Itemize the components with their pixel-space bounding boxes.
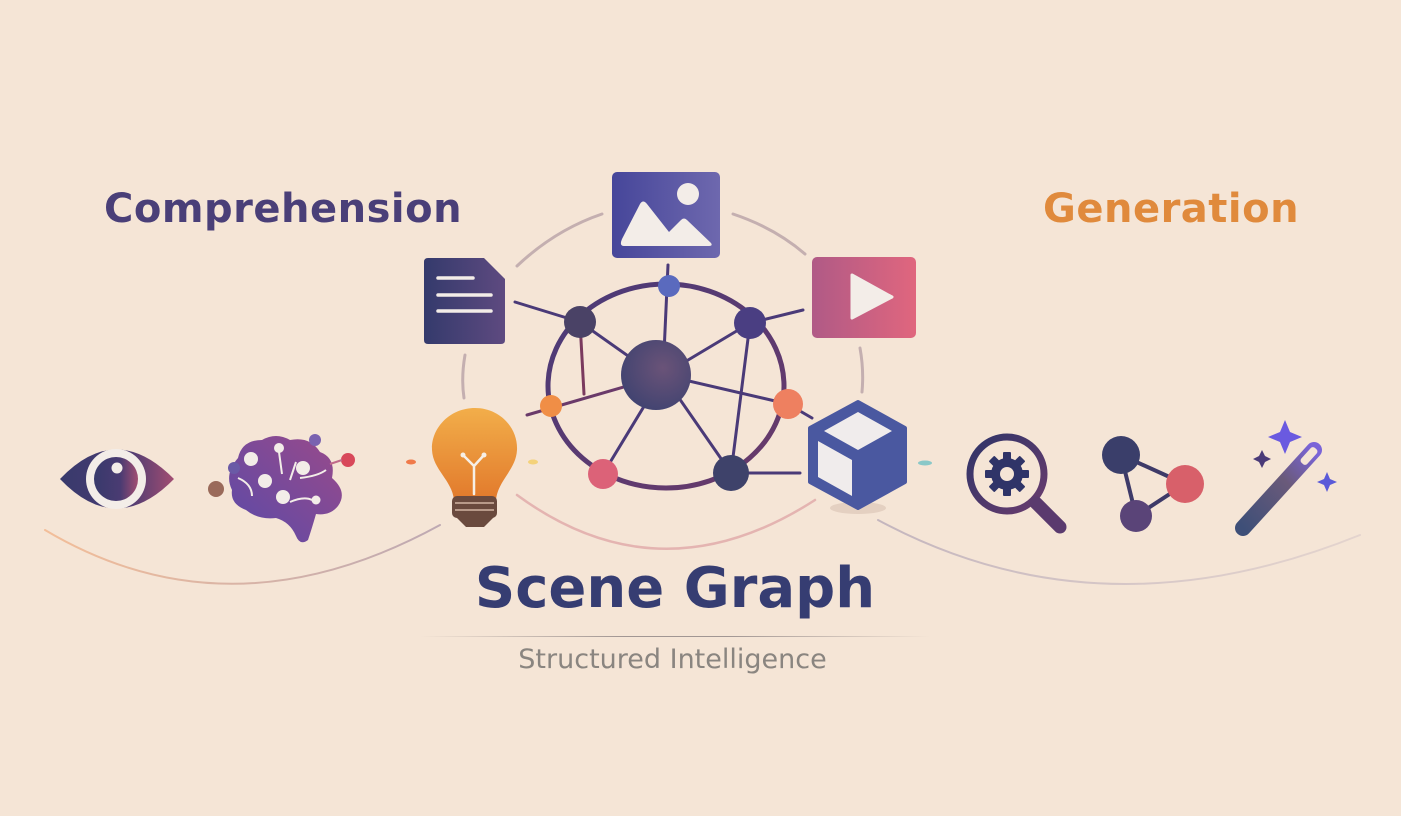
cube-3d-icon: [808, 400, 907, 514]
page-title: Scene Graph: [474, 556, 876, 621]
accent-dot: [918, 460, 932, 466]
title-divider: [420, 636, 930, 637]
accent-dot: [406, 459, 416, 465]
comprehension-label: Comprehension: [104, 186, 463, 232]
document-icon: [424, 258, 505, 344]
lightbulb-icon: [431, 408, 518, 527]
graph-nodes-icon: [1102, 436, 1204, 532]
video-play-icon: [812, 257, 916, 338]
brain-icon: [208, 434, 355, 543]
scene-graph-network-icon: [513, 263, 814, 491]
generation-label: Generation: [1043, 186, 1300, 232]
search-gear-icon: [966, 433, 1067, 534]
page-subtitle: Structured Intelligence: [518, 644, 827, 675]
magic-wand-icon: [1235, 420, 1337, 536]
eye-icon: [60, 449, 174, 509]
accent-dot: [528, 459, 538, 465]
image-icon: [612, 172, 720, 258]
decorative-arcs: [44, 212, 1361, 585]
